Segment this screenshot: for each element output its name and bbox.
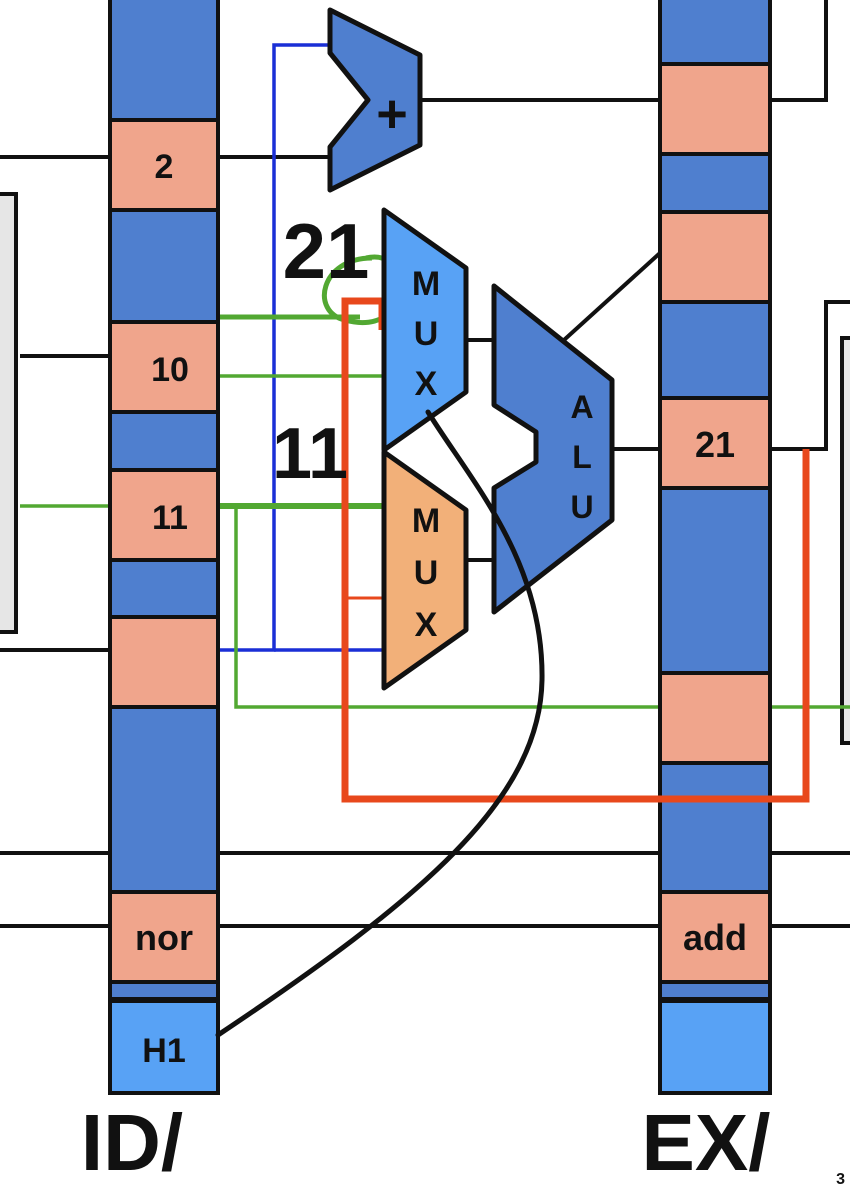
- id-field-10-box: [108, 320, 220, 414]
- id-hazard-box: [108, 999, 220, 1095]
- id-register: 2 10 11 nor H1: [108, 0, 220, 1095]
- alu-letter-u: U: [570, 489, 593, 525]
- blue-wires: [218, 43, 384, 652]
- ex-register-label: EX/: [642, 1098, 771, 1186]
- mux-bottom: M U X: [381, 449, 469, 691]
- adder-plus-sign: +: [376, 84, 408, 144]
- green-wires: [20, 254, 850, 709]
- ex-lightblue-box: [658, 999, 772, 1095]
- id-field-2: 2: [155, 148, 174, 186]
- id-field-11-box: [108, 468, 220, 562]
- ex-op-box: [658, 890, 772, 984]
- alu: A L U: [491, 283, 615, 615]
- left-latch-box: [0, 192, 18, 634]
- annotation-11: 11: [272, 414, 348, 494]
- ex-register: 21 add: [658, 0, 772, 1095]
- id-field-2-box: [108, 118, 220, 212]
- ex-field-21: 21: [695, 424, 735, 465]
- right-latch-box: [840, 336, 850, 745]
- hazard-control-curve: [215, 409, 545, 1038]
- id-register-label: ID/: [81, 1098, 183, 1186]
- ex-field-21-box: [658, 396, 772, 490]
- id-empty-salmon-box: [108, 615, 220, 709]
- page-number: 3: [836, 1171, 845, 1186]
- id-field-11: 11: [152, 499, 188, 537]
- mux-bottom-letter-u: U: [414, 554, 439, 592]
- ex-salmon-box-3: [658, 671, 772, 765]
- alu-letter-a: A: [570, 389, 593, 425]
- alu-letter-l: L: [572, 439, 592, 475]
- ex-op-label: add: [683, 917, 747, 958]
- mux-top: M U X: [381, 207, 469, 453]
- id-hazard-label: H1: [142, 1032, 185, 1070]
- ex-salmon-box-2: [658, 210, 772, 304]
- mux-top-letter-u: U: [414, 315, 439, 353]
- mux-top-letter-m: M: [412, 265, 440, 303]
- adder: +: [327, 7, 423, 193]
- ex-salmon-box-1: [658, 62, 772, 156]
- mux-top-letter-x: X: [415, 365, 438, 403]
- mux-bottom-letter-m: M: [412, 502, 440, 540]
- id-op-label: nor: [135, 917, 193, 958]
- id-op-box: [108, 890, 220, 984]
- annotation-21: 21: [283, 207, 370, 295]
- id-field-10: 10: [151, 351, 189, 389]
- mux-bottom-letter-x: X: [415, 606, 438, 644]
